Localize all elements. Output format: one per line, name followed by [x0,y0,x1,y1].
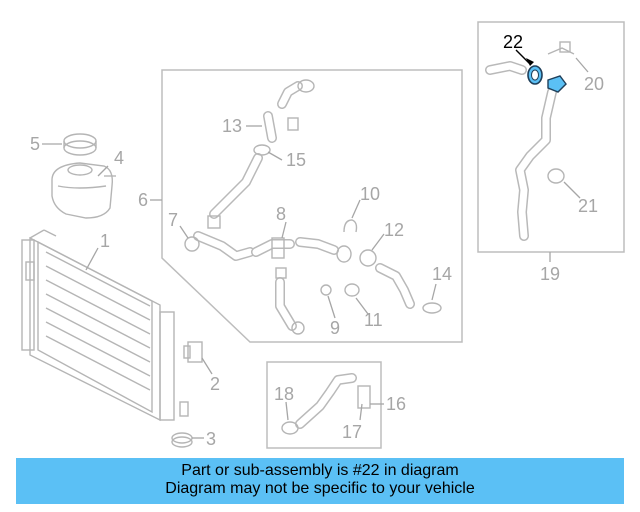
callout-22: 22 [503,32,523,52]
callout-7: 7 [168,210,178,230]
coolant-reservoir [51,162,116,219]
grommet [171,432,193,448]
parts-diagram: 1 2 3 4 5 6 7 8 9 10 11 12 13 14 15 16 1… [21,21,625,449]
hose-group-19 [485,41,575,241]
callout-5: 5 [30,134,40,154]
banner-line-1: Part or sub-assembly is #22 in diagram [181,462,459,479]
callout-15: 15 [286,150,306,170]
callout-20: 20 [584,74,604,94]
callout-1: 1 [100,231,110,251]
callout-4: 4 [114,148,124,168]
group-box-16 [266,361,382,449]
callout-12: 12 [384,220,404,240]
callout-16: 16 [386,394,406,414]
reservoir-cap [63,133,97,156]
hose-group-16 [281,373,371,435]
radiator [21,229,189,422]
callout-13: 13 [222,116,242,136]
callout-2: 2 [210,374,220,394]
callout-18: 18 [274,384,294,404]
callout-9: 9 [330,318,340,338]
callout-17: 17 [342,422,362,442]
hose-group-6 [184,79,442,335]
callout-10: 10 [360,184,380,204]
leader-lines [42,49,589,439]
callout-8: 8 [276,204,286,224]
callout-21: 21 [578,196,598,216]
group-box-6 [161,69,463,343]
callout-19: 19 [540,264,560,284]
callout-3: 3 [206,429,216,449]
bracket [183,341,203,363]
callout-14: 14 [432,264,452,284]
banner-line-2: Diagram may not be specific to your vehi… [165,480,475,497]
group-box-19 [477,21,625,253]
callout-11: 11 [364,310,383,330]
info-banner: Part or sub-assembly is #22 in diagram D… [16,458,624,504]
part-22-clamp-highlight [527,65,567,93]
callout-6: 6 [138,190,148,210]
